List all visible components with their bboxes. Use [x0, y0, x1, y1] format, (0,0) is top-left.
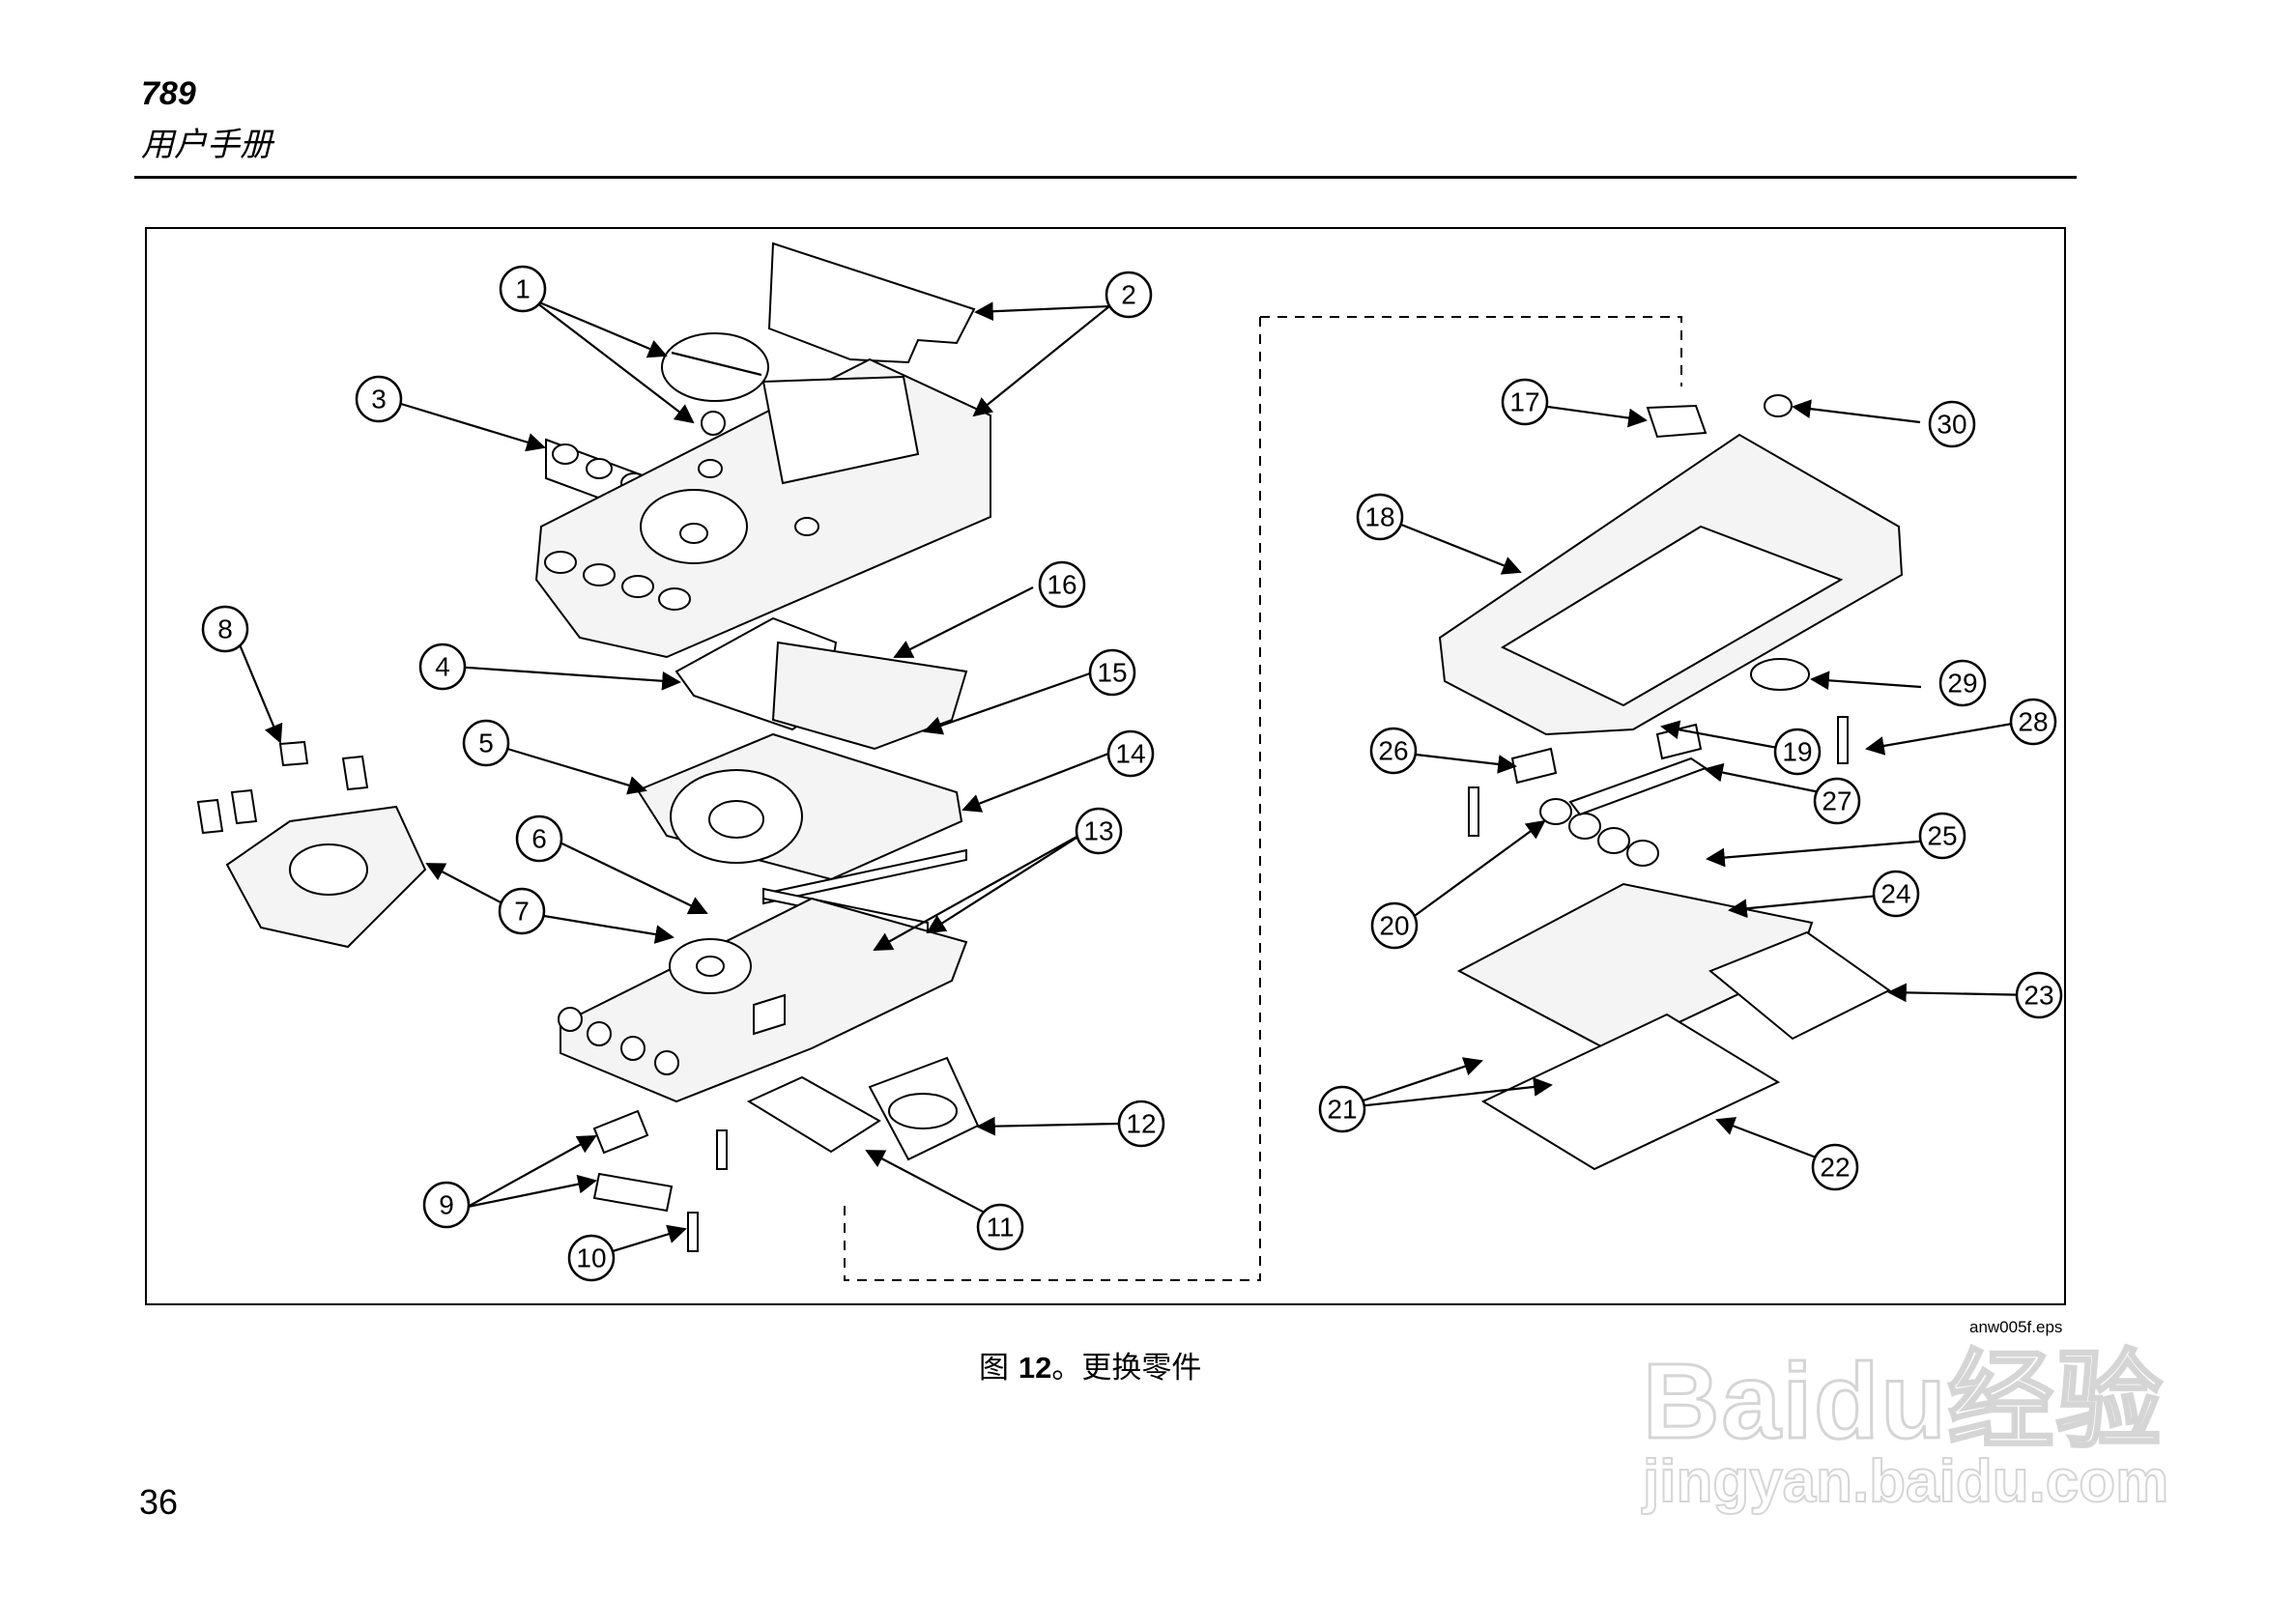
bumper-foot-part [1764, 394, 1793, 417]
callout-29: 29 [1938, 659, 1987, 707]
svg-text:21: 21 [1327, 1095, 1357, 1125]
svg-text:13: 13 [1083, 816, 1113, 846]
svg-text:27: 27 [1822, 786, 1851, 816]
svg-text:28: 28 [2018, 707, 2048, 737]
manual-model-number: 789 [141, 75, 196, 112]
battery-door-part [1480, 1013, 1781, 1171]
lcd-frame-part [674, 616, 968, 751]
svg-text:2: 2 [1121, 280, 1136, 310]
callout-12: 12 [1117, 1100, 1165, 1148]
callout-16: 16 [1038, 560, 1086, 609]
callout-6: 6 [515, 814, 563, 863]
callout-25: 25 [1918, 812, 1966, 860]
svg-text:1: 1 [515, 274, 531, 304]
svg-text:18: 18 [1364, 502, 1394, 532]
selector-knob-part [661, 332, 769, 436]
callout-24: 24 [1872, 870, 1920, 918]
pad-29-part [1750, 658, 1810, 691]
page-number: 36 [139, 1482, 179, 1522]
battery-group-dashed-outline [1260, 316, 1682, 386]
baidu-watermark: Baidu经验 jingyan.baidu.com [1642, 1275, 2184, 1536]
svg-text:25: 25 [1927, 821, 1957, 851]
callout-7: 7 [498, 887, 546, 935]
callout-4: 4 [418, 643, 467, 691]
shield-plate-part [636, 732, 963, 881]
svg-text:7: 7 [514, 897, 530, 927]
callout-19: 19 [1773, 728, 1822, 776]
callout-27: 27 [1813, 777, 1861, 825]
svg-text:4: 4 [435, 652, 450, 682]
figure-caption: 图 12。更换零件 [979, 1343, 1201, 1386]
callout-23: 23 [2015, 971, 2063, 1019]
callout-leader-lines [235, 298, 2036, 1253]
figure-source-filename: anw005f.eps [1969, 1318, 2063, 1336]
callout-14: 14 [1106, 729, 1155, 778]
svg-text:20: 20 [1379, 911, 1409, 941]
fuse-parts [592, 1109, 674, 1213]
callout-2: 2 [1105, 271, 1153, 319]
battery-cell-parts [1539, 757, 1708, 867]
callout-1: 1 [499, 265, 547, 313]
callout-3: 3 [355, 375, 403, 423]
rotary-switch-part [196, 740, 427, 949]
screw-parts-left [687, 1129, 728, 1252]
svg-text:30: 30 [1937, 410, 1966, 440]
svg-text:9: 9 [439, 1190, 454, 1220]
caption-prefix: 图 [979, 1351, 1009, 1386]
exploded-parts-diagram: 1 2 3 4 5 6 7 8 9 10 11 12 13 14 15 16 1… [196, 242, 2063, 1282]
svg-text:26: 26 [1378, 736, 1408, 766]
callout-11: 11 [976, 1203, 1024, 1251]
caption-text: 。更换零件 [1051, 1351, 1202, 1386]
svg-text:14: 14 [1115, 739, 1145, 769]
svg-text:11: 11 [986, 1213, 1014, 1243]
callout-15: 15 [1088, 648, 1136, 697]
svg-text:24: 24 [1880, 879, 1910, 909]
svg-text:16: 16 [1047, 570, 1076, 600]
watermark-brand: Baidu经验 [1642, 1341, 2165, 1463]
svg-text:12: 12 [1126, 1109, 1156, 1139]
svg-text:8: 8 [217, 614, 233, 644]
header-divider [134, 176, 2077, 179]
callout-18: 18 [1356, 493, 1404, 541]
callout-10: 10 [567, 1234, 616, 1282]
svg-text:23: 23 [2023, 981, 2053, 1011]
callout-26: 26 [1369, 727, 1418, 775]
svg-text:19: 19 [1782, 737, 1812, 767]
callout-20: 20 [1370, 901, 1419, 950]
manual-title: 用户手册 [141, 126, 273, 164]
callout-30: 30 [1928, 400, 1976, 448]
caption-number: 12 [1018, 1351, 1052, 1385]
callout-28: 28 [2009, 698, 2057, 746]
figure-frame [145, 227, 2066, 1305]
svg-text:3: 3 [371, 385, 387, 414]
callout-8: 8 [201, 605, 249, 653]
battery-door-pad-part [1646, 404, 1708, 439]
svg-text:5: 5 [478, 729, 494, 758]
screw-parts-right [1468, 716, 1849, 837]
callout-22: 22 [1811, 1143, 1859, 1191]
watermark-url: jingyan.baidu.com [1642, 1447, 2169, 1516]
svg-text:6: 6 [531, 824, 547, 854]
case-gasket-part [868, 1056, 980, 1161]
callout-5: 5 [462, 719, 510, 767]
callout-13: 13 [1075, 807, 1123, 855]
svg-text:15: 15 [1097, 658, 1127, 688]
svg-text:17: 17 [1509, 387, 1539, 417]
bottom-case-part [1438, 433, 1904, 736]
main-pcb-part [558, 897, 968, 1103]
callout-21: 21 [1318, 1085, 1366, 1133]
display-window-part [767, 242, 976, 364]
callout-9: 9 [422, 1181, 471, 1229]
svg-text:10: 10 [576, 1243, 606, 1273]
svg-text:22: 22 [1820, 1153, 1850, 1183]
top-case-part [534, 357, 991, 659]
svg-text:29: 29 [1947, 669, 1977, 699]
callout-17: 17 [1501, 378, 1549, 426]
shield-bracket-part [746, 1075, 881, 1154]
